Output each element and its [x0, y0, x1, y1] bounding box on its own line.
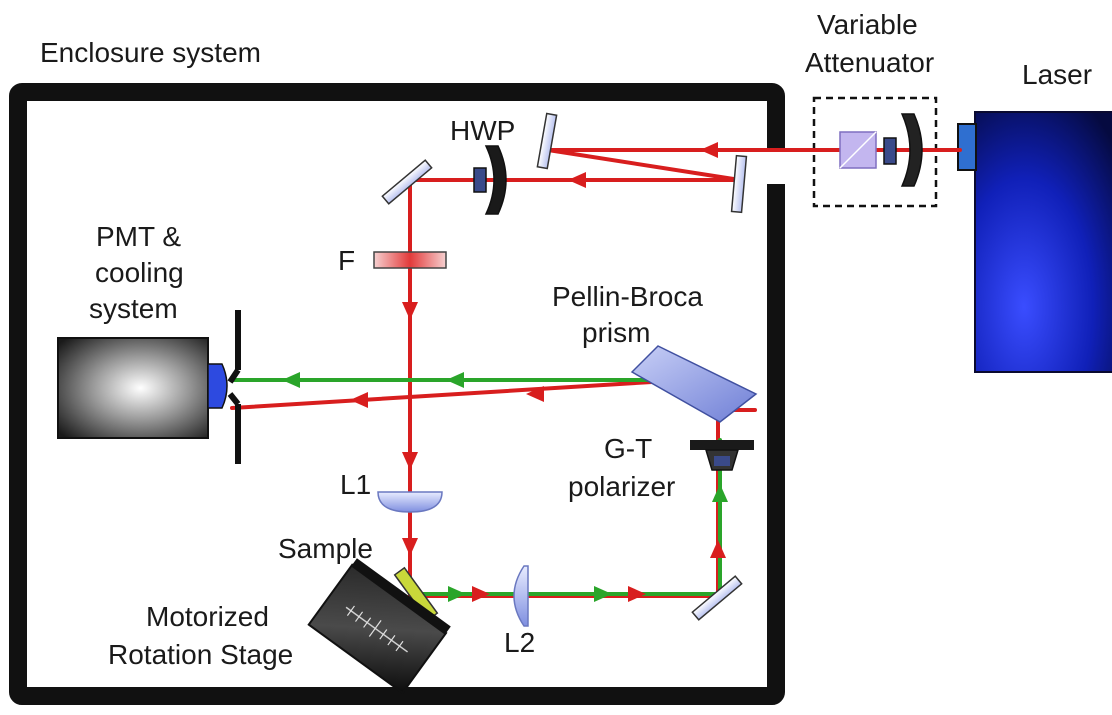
laser-label: Laser: [1022, 59, 1092, 90]
attenuator-label-line1: Variable: [817, 9, 918, 40]
red-arrow: [700, 142, 718, 158]
attenuator-polarizer-mount: [883, 137, 897, 165]
gt-polarizer-label-line1: G-T: [604, 433, 652, 464]
laser-beam-path: [230, 148, 962, 598]
green-arrow: [446, 372, 464, 388]
attenuator-waveplate: [900, 113, 923, 187]
laser-aperture: [957, 123, 977, 171]
pmt-label-line2: cooling: [95, 257, 184, 288]
green-arrow: [712, 484, 728, 502]
filter-optic: [373, 251, 447, 269]
hwp-label: HWP: [450, 115, 515, 146]
pellin-broca-label-line1: Pellin-Broca: [552, 281, 703, 312]
lens-l2-label: L2: [504, 627, 535, 658]
pmt-slit: [227, 310, 241, 464]
mirror-entry-2: [730, 154, 748, 214]
stage-label-line1: Motorized: [146, 601, 269, 632]
lens-l1-label: L1: [340, 469, 371, 500]
hwp-optic: [473, 145, 507, 215]
attenuator-label-line2: Attenuator: [805, 47, 934, 78]
gt-polarizer-optic: [690, 440, 754, 471]
green-arrow: [282, 372, 300, 388]
mirror-entry-1: [536, 112, 558, 170]
lens-l2: [513, 565, 529, 627]
red-arrow: [402, 302, 418, 320]
mirror-turn-1: [381, 159, 433, 205]
red-arrow: [350, 392, 368, 408]
red-arrow: [628, 586, 646, 602]
red-arrow: [402, 538, 418, 556]
gt-polarizer-label-line2: polarizer: [568, 471, 675, 502]
lens-l1: [377, 491, 443, 513]
rotation-stage: [307, 558, 451, 695]
pellin-broca-prism: [630, 345, 758, 423]
attenuator-box: [812, 96, 938, 208]
sample-label: Sample: [278, 533, 373, 564]
mirror-turn-2: [691, 575, 743, 621]
pmt-label-line3: system: [89, 293, 178, 324]
red-arrow: [568, 172, 586, 188]
red-arrow: [710, 540, 726, 558]
laser-body: [974, 111, 1112, 373]
enclosure-opening: [766, 148, 786, 184]
red-arrow: [472, 586, 490, 602]
green-arrow: [448, 586, 466, 602]
filter-label: F: [338, 245, 355, 276]
stage-label-line2: Rotation Stage: [108, 639, 293, 670]
pellin-broca-label-line2: prism: [582, 317, 650, 348]
pmt-window: [207, 363, 228, 409]
pmt-label-line1: PMT &: [96, 221, 181, 252]
enclosure-box: [9, 83, 785, 705]
enclosure-label: Enclosure system: [40, 37, 261, 68]
red-arrow: [402, 452, 418, 470]
red-arrow: [526, 386, 544, 402]
pmt-body: [57, 337, 209, 439]
green-arrow: [594, 586, 612, 602]
